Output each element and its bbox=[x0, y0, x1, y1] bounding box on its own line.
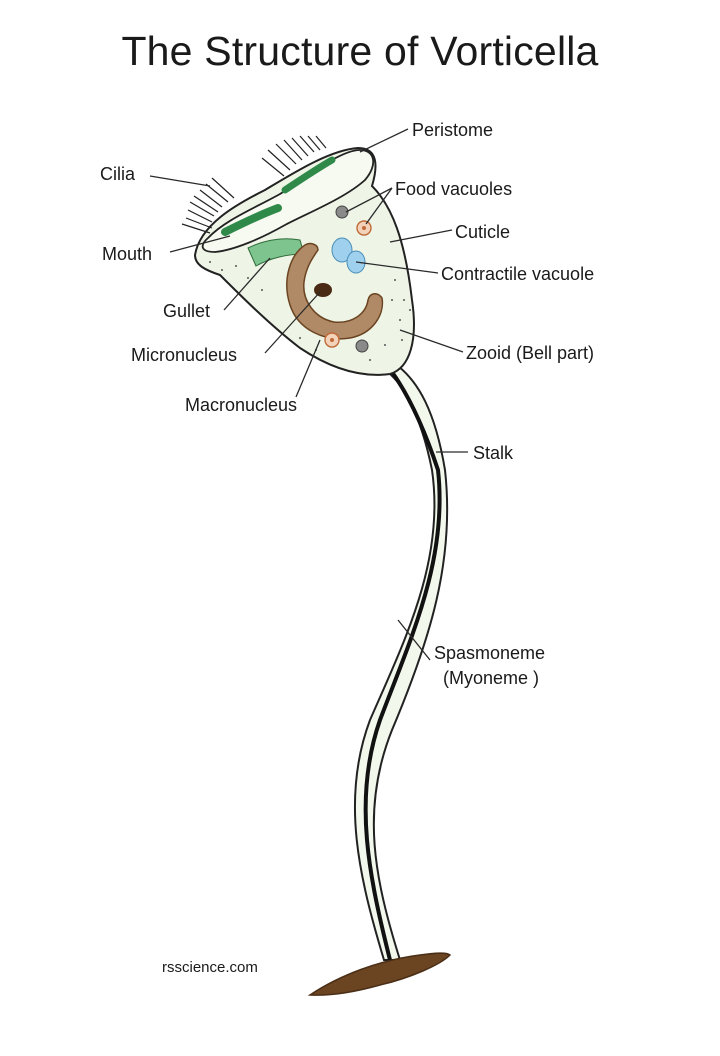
macronucleus bbox=[286, 242, 384, 340]
label-gullet: Gullet bbox=[163, 301, 210, 321]
stalk-base bbox=[307, 952, 452, 996]
label-macronucleus: Macronucleus bbox=[185, 395, 297, 415]
label-contractile-vacuole: Contractile vacuole bbox=[441, 264, 594, 284]
label-cuticle: Cuticle bbox=[455, 222, 510, 242]
stalk bbox=[353, 364, 449, 961]
spasmoneme bbox=[363, 370, 442, 961]
cilia bbox=[181, 135, 327, 234]
label-food-vacuoles: Food vacuoles bbox=[395, 179, 512, 199]
label-peristome: Peristome bbox=[412, 120, 493, 140]
label-micronucleus: Micronucleus bbox=[131, 345, 237, 365]
label-mouth: Mouth bbox=[102, 244, 152, 264]
leader-lines bbox=[149, 128, 468, 661]
label-spasmoneme: Spasmoneme bbox=[434, 643, 545, 663]
food-vacuoles bbox=[324, 205, 372, 353]
diagram-title: The Structure of Vorticella bbox=[121, 28, 599, 74]
label-stalk: Stalk bbox=[473, 443, 514, 463]
label-myoneme: (Myoneme ) bbox=[443, 668, 539, 688]
label-cilia: Cilia bbox=[100, 164, 136, 184]
label-zooid: Zooid (Bell part) bbox=[466, 343, 594, 363]
credit-text: rsscience.com bbox=[162, 959, 258, 976]
peristome bbox=[201, 149, 374, 253]
